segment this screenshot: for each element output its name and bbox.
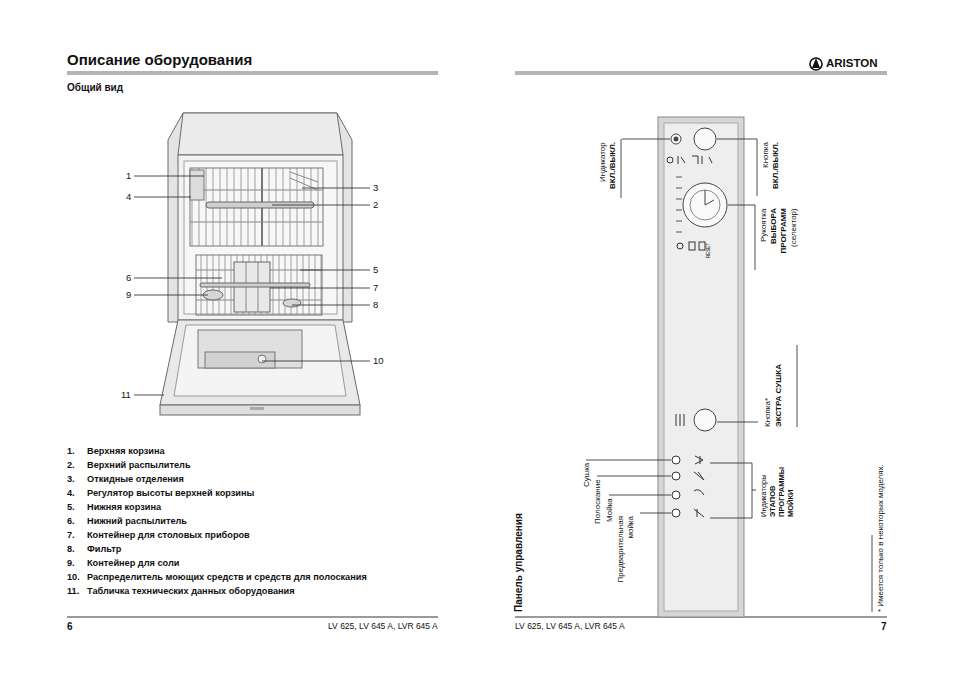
part-label: ВКЛ./ВЫКЛ. <box>771 142 781 189</box>
list-number: 10. <box>67 572 80 583</box>
button-text: RESET <box>706 243 711 258</box>
page-number: 6 <box>67 621 73 633</box>
dishwasher-illustration <box>134 113 370 415</box>
list-number: 3. <box>67 474 75 485</box>
list-number: 7. <box>67 530 75 541</box>
list-number: 9. <box>67 558 75 569</box>
callout-number: 5 <box>373 264 378 275</box>
callout-number: 6 <box>126 272 131 283</box>
callout-number: 7 <box>373 282 378 293</box>
list-item: Нижняя корзина <box>87 502 161 513</box>
list-number: 1. <box>67 446 75 457</box>
callout-number: 11 <box>121 389 131 400</box>
part-label: ЭТАПОВ ПРОГРАММЫ МОЙКИ <box>768 463 795 517</box>
part-label: Кнопка* <box>763 398 773 427</box>
list-number: 8. <box>67 544 75 555</box>
stage-label: Полоскание <box>593 479 603 524</box>
list-item: Фильтр <box>87 544 121 555</box>
stage-label: Предварительная мойка <box>616 516 635 584</box>
header-rule <box>67 71 438 75</box>
list-number: 6. <box>67 516 75 527</box>
list-item: Распределитель моющих средств и средств … <box>87 572 367 583</box>
model-list: LV 625, LV 645 A, LVR 645 A <box>328 621 438 631</box>
panel-heading: Панель управления <box>513 513 525 612</box>
stage-label: Сушка <box>582 463 592 487</box>
callout-number: 2 <box>373 199 378 210</box>
brand-logo: ARISTON <box>826 57 878 71</box>
model-list: LV 625, LV 645 A, LVR 645 A <box>515 621 625 631</box>
callout-number: 4 <box>126 191 131 202</box>
list-item: Регулятор высоты верхней корзины <box>87 488 254 499</box>
header-rule <box>515 71 887 75</box>
list-number: 2. <box>67 460 75 471</box>
list-number: 5. <box>67 502 75 513</box>
control-panel-illustration <box>658 117 744 617</box>
part-label: ВЫБОРА ПРОГРАММ <box>769 208 788 260</box>
callout-number: 9 <box>126 289 131 300</box>
part-label: ЭКСТРА СУШКА <box>774 364 784 427</box>
leader-lines <box>586 139 872 612</box>
part-label: (селектор) <box>789 208 799 247</box>
part-label: Кнопка <box>761 142 771 168</box>
list-number: 4. <box>67 488 75 499</box>
callout-number: 8 <box>373 299 378 310</box>
callout-number: 10 <box>373 355 384 366</box>
part-label: Индикатор <box>598 142 608 182</box>
page-number: 7 <box>881 621 887 633</box>
list-item: Откидные отделения <box>87 474 184 485</box>
stage-label: Мойка <box>605 498 615 522</box>
callout-number: 3 <box>373 182 378 193</box>
part-label: Рукоятка <box>759 209 769 243</box>
list-item: Верхний распылитель <box>87 460 191 471</box>
part-label: ВКЛ./ВЫКЛ. <box>608 142 618 189</box>
page-title: Описание оборудования <box>67 51 252 69</box>
footer-rule <box>67 616 438 618</box>
list-item: Нижний распылитель <box>87 516 187 527</box>
logo-symbol <box>810 58 822 70</box>
part-label: Индикаторы <box>759 474 768 517</box>
list-item: Верхняя корзина <box>87 446 165 457</box>
list-item: Контейнер для столовых приборов <box>87 530 250 541</box>
footnote: * Имеется только в некоторых моделях. <box>876 464 886 612</box>
list-item: Табличка технических данных оборудования <box>87 586 295 597</box>
list-number: 11. <box>67 586 79 597</box>
callout-number: 1 <box>126 170 131 181</box>
list-item: Контейнер для соли <box>87 558 179 569</box>
section-heading: Общий вид <box>67 82 123 94</box>
